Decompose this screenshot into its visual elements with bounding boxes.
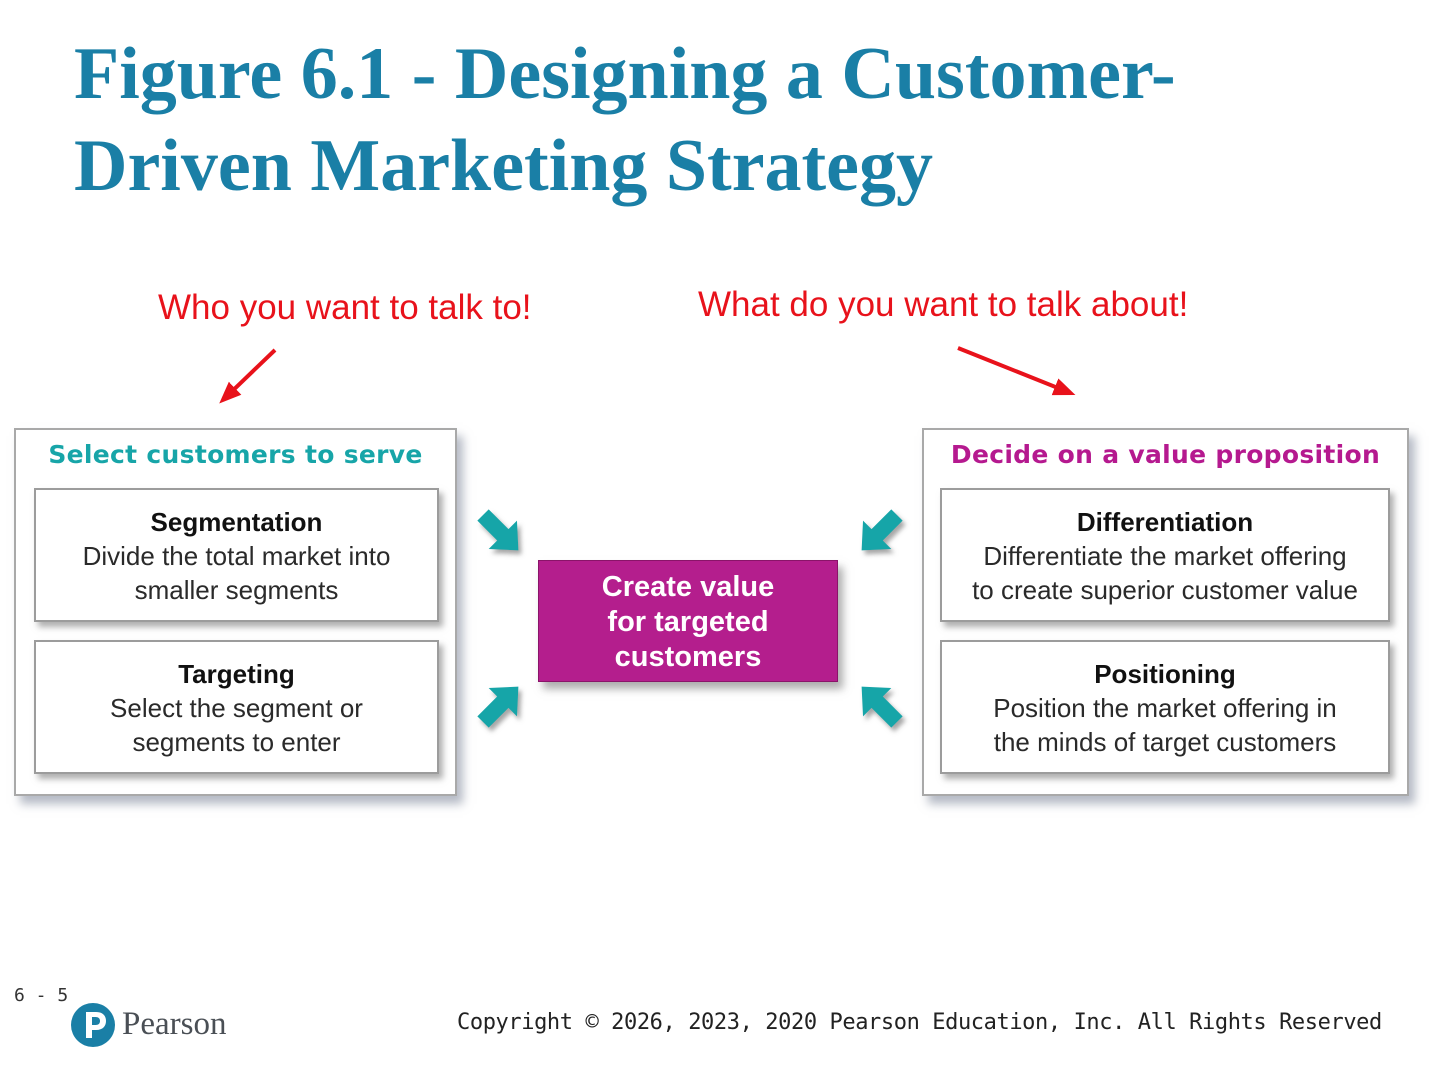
slide-title: Figure 6.1 - Designing a Customer- Drive… (74, 28, 1374, 212)
teal-arrow-top-left (477, 509, 519, 551)
copyright-notice: Copyright © 2026, 2023, 2020 Pearson Edu… (457, 1010, 1382, 1035)
value-proposition-heading: Decide on a value proposition (950, 440, 1381, 469)
targeting-box: Targeting Select the segment or segments… (34, 640, 439, 774)
positioning-desc-line1: Position the market offering in (993, 693, 1337, 723)
value-proposition-panel: Decide on a value proposition Differenti… (922, 428, 1409, 796)
targeting-desc-line2: segments to enter (132, 727, 341, 757)
targeting-desc-line1: Select the segment or (110, 693, 363, 723)
annotation-who: Who you want to talk to! (158, 288, 532, 327)
differentiation-desc-line2: to create superior customer value (972, 575, 1358, 605)
segmentation-desc-line2: smaller segments (134, 575, 339, 605)
differentiation-desc-line1: Differentiate the market offering (983, 541, 1347, 571)
create-value-line1: Create value (601, 571, 775, 603)
differentiation-box: Differentiation Differentiate the market… (940, 488, 1390, 622)
create-value-line3: customers (614, 641, 762, 673)
segmentation-desc-line1: Divide the total market into (82, 541, 391, 571)
red-arrow-right (957, 346, 1076, 396)
positioning-title: Positioning (1094, 659, 1236, 689)
red-arrow-left (219, 348, 277, 404)
segmentation-title: Segmentation (150, 507, 323, 537)
pearson-wordmark: Pearson (122, 1006, 227, 1042)
segmentation-box: Segmentation Divide the total market int… (34, 488, 439, 622)
create-value-box: Create value for targeted customers (538, 560, 838, 682)
pearson-logo: Pearson (70, 1000, 240, 1054)
pearson-p-icon (71, 1003, 115, 1047)
page-number: 6 - 5 (14, 985, 69, 1006)
teal-arrow-bottom-left (477, 686, 519, 728)
select-customers-panel: Select customers to serve Segmentation D… (14, 428, 457, 796)
differentiation-title: Differentiation (1076, 507, 1254, 537)
teal-arrow-bottom-right (861, 686, 903, 728)
create-value-line2: for targeted (607, 606, 769, 638)
targeting-title: Targeting (178, 659, 295, 689)
slide-title-line1: Figure 6.1 - Designing a Customer- (74, 33, 1176, 115)
select-customers-heading: Select customers to serve (48, 440, 423, 469)
teal-arrow-top-right (861, 509, 903, 551)
annotation-what: What do you want to talk about! (698, 285, 1189, 324)
positioning-box: Positioning Position the market offering… (940, 640, 1390, 774)
positioning-desc-line2: the minds of target customers (993, 727, 1337, 757)
slide-title-line2: Driven Marketing Strategy (74, 125, 934, 207)
